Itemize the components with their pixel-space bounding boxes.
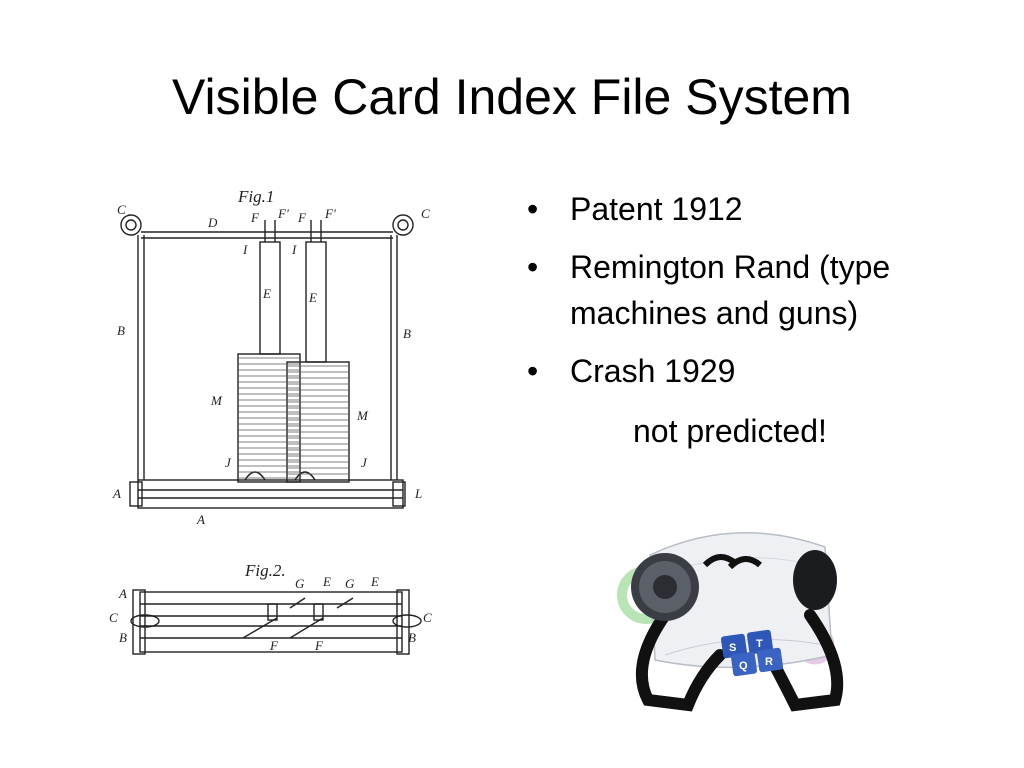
bullet-marker: • bbox=[527, 191, 539, 227]
drawing-letter: M bbox=[210, 393, 223, 408]
drawing-letter: B bbox=[119, 630, 127, 645]
drawing-letter: L bbox=[414, 486, 422, 501]
drawing-letter: B bbox=[117, 323, 125, 338]
drawing-letter: A bbox=[196, 512, 205, 527]
drawing-letter: G bbox=[295, 576, 305, 591]
drawing-letter: J bbox=[225, 455, 232, 470]
bullet-item: • Patent 1912 bbox=[527, 186, 967, 232]
drawing-letter: E bbox=[262, 286, 271, 301]
drawing-letter: C bbox=[117, 202, 126, 217]
bullet-text: Crash 1929 bbox=[570, 353, 736, 389]
tab-letter: S bbox=[729, 642, 736, 654]
drawing-letter: E bbox=[370, 574, 379, 589]
drawing-letter: F' bbox=[324, 206, 336, 221]
drawing-letter: I bbox=[242, 242, 248, 257]
drawing-letter: B bbox=[403, 326, 411, 341]
drawing-letter: A bbox=[112, 486, 121, 501]
slide-title: Visible Card Index File System bbox=[172, 69, 852, 125]
bullet-text: Patent 1912 bbox=[570, 191, 743, 227]
index-tabs: S T Q R bbox=[720, 629, 784, 677]
drawing-letter: B bbox=[408, 630, 416, 645]
drawing-letter: F bbox=[269, 638, 279, 653]
fig2-label: Fig.2. bbox=[244, 561, 286, 580]
drawing-letter: D bbox=[207, 215, 218, 230]
bullet-text: Remington Rand (type machines and guns) bbox=[570, 249, 891, 331]
fig1-label: Fig.1 bbox=[237, 187, 274, 206]
patent-drawing-image: Fig.1 C C D F F' F F' I I E E B B M M J … bbox=[105, 180, 450, 670]
tab-letter: T bbox=[756, 638, 763, 650]
bullet-marker: • bbox=[527, 249, 539, 285]
drawing-letter: F bbox=[250, 210, 260, 225]
drawing-letter: C bbox=[421, 206, 430, 221]
drawing-letter: F bbox=[297, 210, 307, 225]
rotary-card-file-svg: S T Q R bbox=[617, 532, 844, 712]
drawing-letter: M bbox=[356, 408, 369, 423]
tab-letter: Q bbox=[739, 660, 748, 672]
bullet-marker: • bbox=[527, 353, 539, 389]
drawing-letter: I bbox=[291, 242, 297, 257]
bullet-subline: not predicted! bbox=[633, 413, 827, 449]
bullet-item: • Crash 1929 bbox=[527, 348, 967, 394]
bullet-item: • Remington Rand (type machines and guns… bbox=[527, 244, 967, 336]
drawing-letter: F' bbox=[277, 206, 289, 221]
drawing-letter: C bbox=[423, 610, 432, 625]
drawing-letter: A bbox=[118, 586, 127, 601]
frame bbox=[635, 609, 726, 712]
drawing-letter: J bbox=[361, 455, 368, 470]
rotary-card-file-image: S T Q R bbox=[610, 505, 870, 720]
drawing-letter: F bbox=[314, 638, 324, 653]
tab-letter: R bbox=[765, 656, 773, 668]
bullet-list: • Patent 1912 • Remington Rand (type mac… bbox=[527, 186, 967, 406]
drawing-letter: C bbox=[109, 610, 118, 625]
patent-drawing-svg: Fig.1 C C D F F' F F' I I E E B B M M J … bbox=[109, 187, 432, 655]
drawing-letter: G bbox=[345, 576, 355, 591]
drawing-letter: E bbox=[308, 290, 317, 305]
drawing-letter: E bbox=[322, 574, 331, 589]
right-knob bbox=[793, 550, 837, 610]
